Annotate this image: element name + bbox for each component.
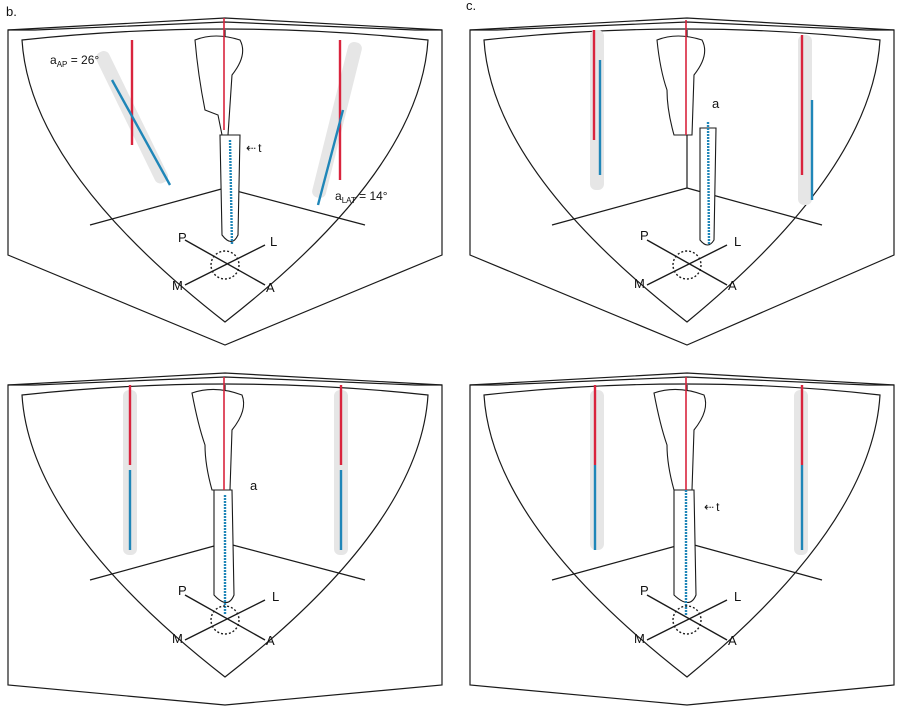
panel-b-bottom: P L M A a <box>7 372 443 706</box>
axis-label-m: M <box>634 276 645 291</box>
axis-label-p: P <box>178 230 187 245</box>
axis-label-a: A <box>266 633 275 648</box>
axis-label-a: A <box>728 278 737 293</box>
marker-a: a <box>250 478 258 493</box>
panel-label-c: c. <box>466 0 476 13</box>
shadow-bone-right <box>798 35 812 205</box>
axis-label-l: L <box>734 234 741 249</box>
orientation-axes <box>184 594 266 641</box>
nail-distal <box>228 139 234 246</box>
marker-a: a <box>712 96 720 111</box>
panel-c-bottom: P L M A ⇠t <box>469 372 895 706</box>
axis-label-l: L <box>272 589 279 604</box>
axis-label-p: P <box>178 583 187 598</box>
shadow-bone-right <box>312 41 362 199</box>
orientation-axes <box>646 239 728 286</box>
angle-ap-label: aAP = 26° <box>50 53 99 69</box>
tibia-bone <box>653 388 707 604</box>
axis-label-m: M <box>172 278 183 293</box>
panel-c-top: P L M A a <box>469 17 895 346</box>
shadow-bone-left <box>590 390 604 550</box>
axis-label-p: P <box>640 583 649 598</box>
distal-axis-left <box>110 79 172 186</box>
shadow-bone-left <box>590 30 604 190</box>
axis-label-m: M <box>634 631 645 646</box>
axis-label-p: P <box>640 228 649 243</box>
orientation-axes <box>184 239 266 286</box>
panel-label-b: b. <box>6 4 17 19</box>
axis-label-a: A <box>728 633 737 648</box>
axis-label-m: M <box>172 631 183 646</box>
box-frame <box>469 17 895 346</box>
tibia-bone <box>194 35 244 243</box>
axis-label-l: L <box>270 234 277 249</box>
axis-label-l: L <box>734 589 741 604</box>
orientation-axes <box>646 594 728 641</box>
panel-b-top: P L M A aAP = 26° aLAT = 14° ⇠t <box>7 17 443 346</box>
marker-t: ⇠t <box>704 500 720 514</box>
marker-t: ⇠t <box>246 141 262 155</box>
distal-axis-right <box>316 109 345 206</box>
axis-label-a: A <box>266 280 275 295</box>
nail-distal <box>706 121 711 246</box>
angle-lat-label: aLAT = 14° <box>335 189 388 205</box>
